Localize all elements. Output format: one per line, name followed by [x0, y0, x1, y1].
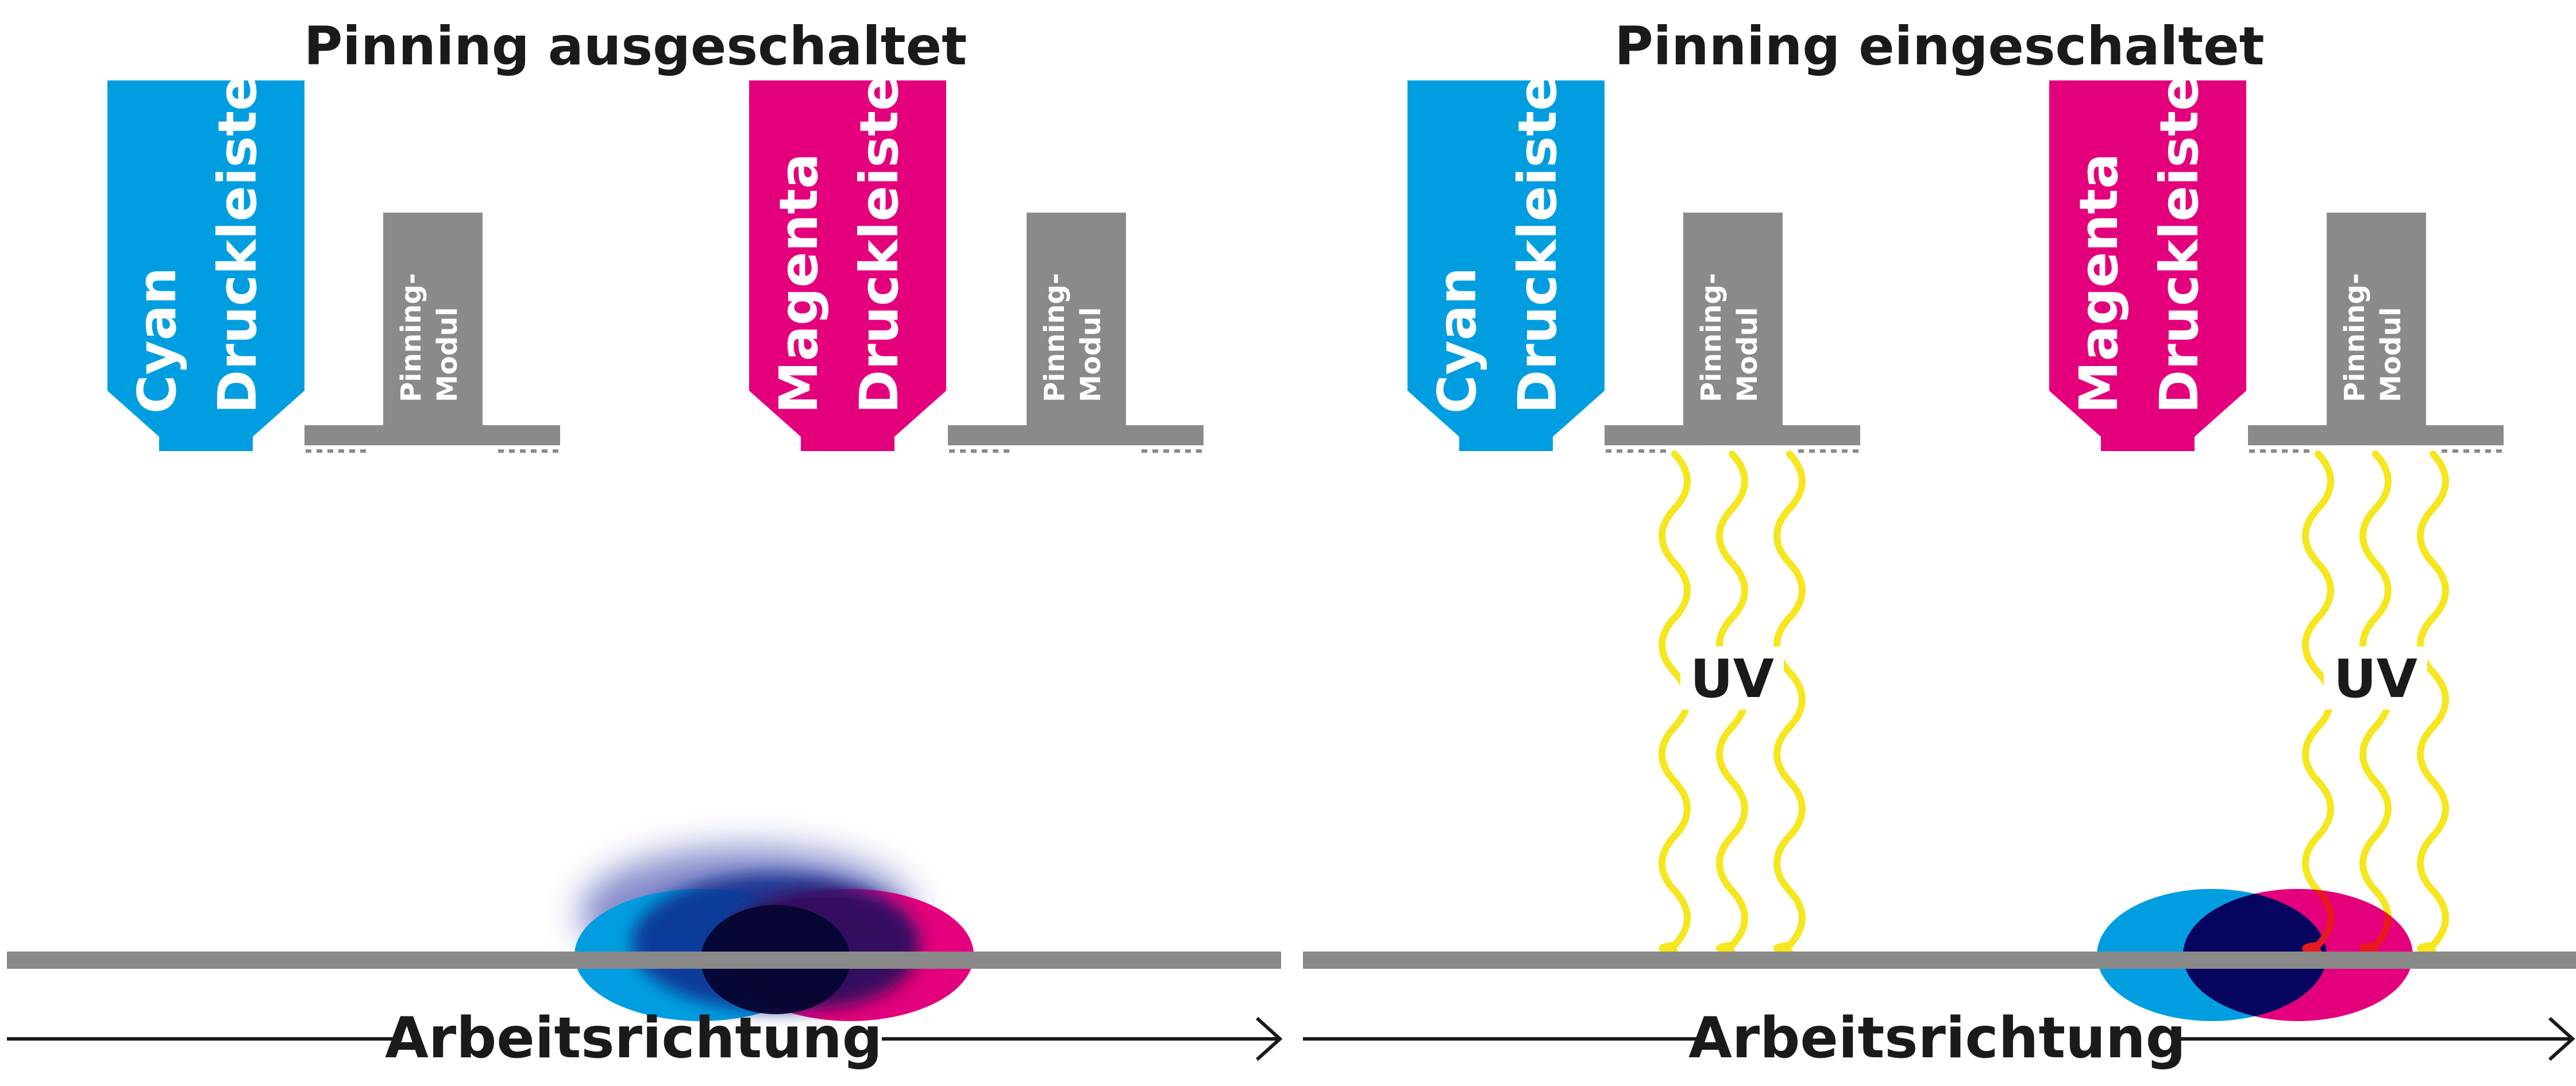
cyan-print-head: Cyan Druckleiste	[1407, 75, 1605, 451]
pinning-module-label-line2: Modul	[431, 307, 464, 402]
pinning-module: Pinning- Modul	[2248, 213, 2504, 453]
cyan-print-head: Cyan Druckleiste	[107, 75, 304, 451]
cyan-head-label-line1: Cyan	[126, 267, 188, 414]
pinning-module: Pinning- Modul	[948, 213, 1204, 453]
panel-title: Pinning eingeschaltet	[1614, 16, 2264, 77]
cyan-head-label-line1: Cyan	[1426, 267, 1488, 414]
uv-label: UV	[2334, 648, 2417, 710]
magenta-head-label-line2: Druckleiste	[849, 75, 910, 414]
substrate	[1303, 952, 2576, 969]
uv-wave-line	[2417, 450, 2449, 955]
uv-wave-line	[1659, 450, 1691, 955]
uv-wave-line	[1773, 450, 1806, 955]
magenta-print-head: Magenta Druckleiste	[2049, 75, 2246, 451]
pinning-module-label-line2: Modul	[1732, 307, 1764, 402]
uv-wave-line	[2302, 889, 2334, 955]
pinning-module-label-line1: Pinning-	[2339, 273, 2371, 402]
magenta-print-head: Magenta Druckleiste	[749, 75, 946, 451]
uv-wave-line	[1716, 450, 1748, 955]
pinning-module: Pinning- Modul	[1605, 213, 1860, 453]
uv-wave-line	[2359, 450, 2392, 955]
magenta-head-label-line1: Magenta	[768, 153, 830, 414]
magenta-head-label-line2: Druckleiste	[2149, 75, 2210, 414]
pinning-module-label-line1: Pinning-	[1695, 273, 1727, 402]
direction-label: Arbeitsrichtung	[385, 1006, 882, 1071]
direction-arrow: Arbeitsrichtung	[7, 1006, 1283, 1071]
substrate	[7, 952, 1281, 969]
pinning-module-label-line1: Pinning-	[1039, 273, 1071, 402]
magenta-head-label-line1: Magenta	[2068, 153, 2130, 414]
pinning-module-label-line2: Modul	[1075, 307, 1107, 402]
mixed-ink-droplets	[574, 848, 974, 1021]
pinning-module-label-line1: Pinning-	[395, 273, 427, 402]
cyan-head-label-line2: Druckleiste	[207, 75, 268, 414]
uv-rays	[1659, 450, 1806, 955]
cyan-head-label-line2: Druckleiste	[1507, 75, 1568, 414]
panel-pinning-off: Pinning ausgeschaltet Cyan Druckleiste P…	[7, 16, 1283, 1071]
direction-arrow: Arbeitsrichtung	[1303, 1006, 2575, 1071]
uv-label: UV	[1690, 648, 1774, 710]
panel-title: Pinning ausgeschaltet	[304, 16, 967, 77]
pinning-module-label-line2: Modul	[2375, 307, 2407, 402]
uv-label-backdrop	[1680, 646, 1784, 710]
pinning-module: Pinning- Modul	[304, 213, 560, 453]
panel-pinning-on: Pinning eingeschaltet Cyan Druckleiste P…	[1303, 16, 2576, 1071]
uv-label-backdrop	[2324, 646, 2427, 710]
direction-label: Arbeitsrichtung	[1688, 1006, 2186, 1071]
